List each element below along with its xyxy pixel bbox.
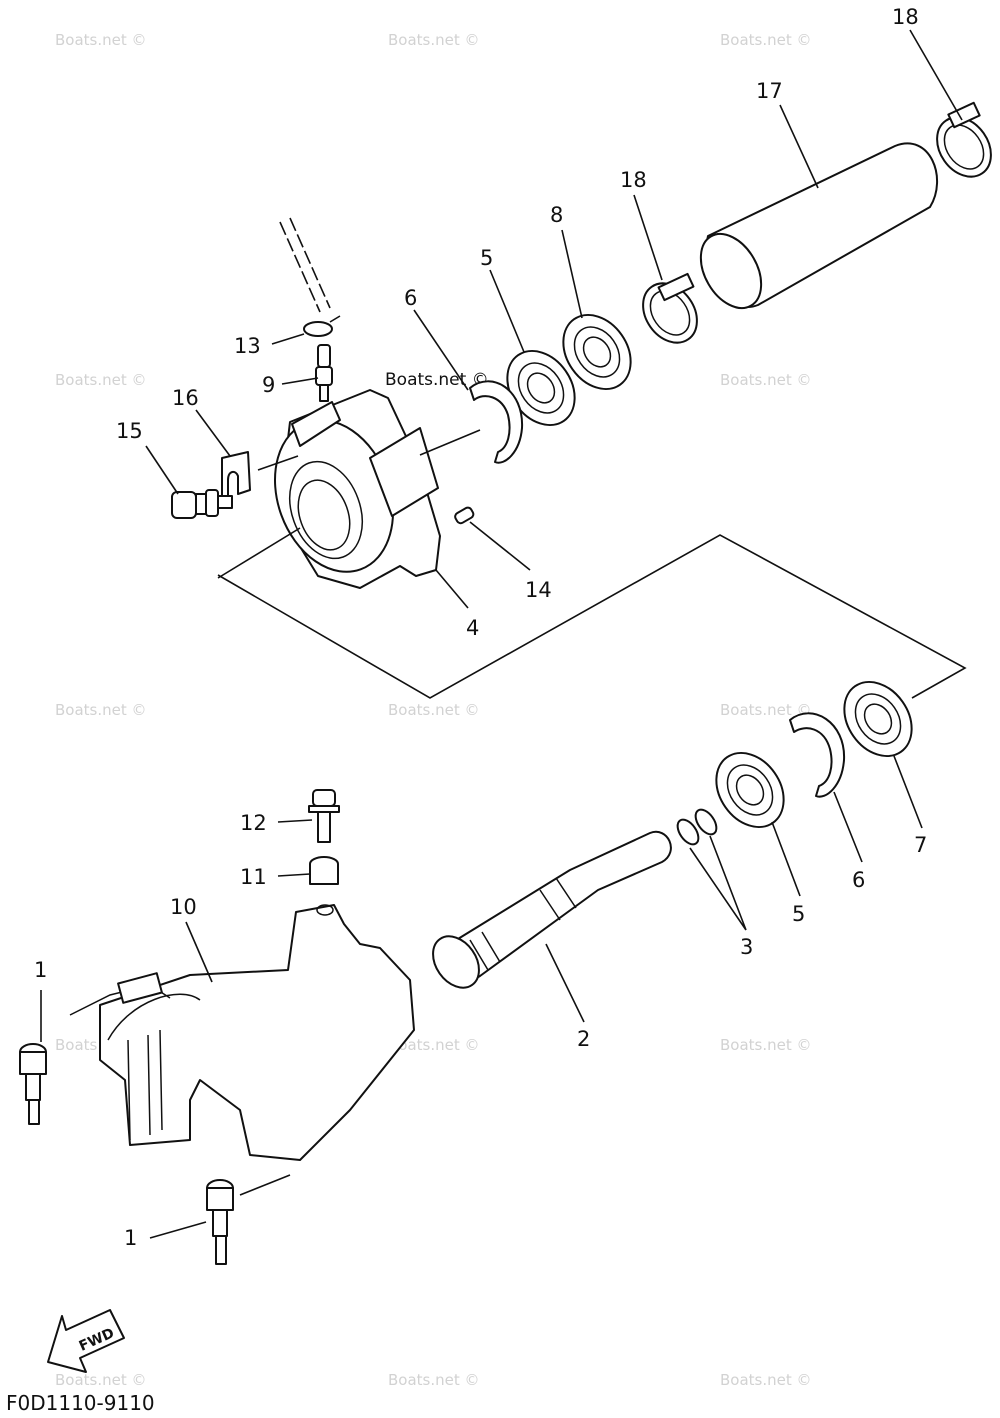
watermark: Boats.net ©	[720, 31, 812, 49]
forward-direction-arrow: FWD	[47, 1309, 125, 1373]
housing-4	[274, 389, 441, 589]
watermark: Boats.net ©	[720, 701, 812, 719]
callout-6-lower: 6	[852, 868, 865, 892]
callout-13: 13	[234, 334, 261, 358]
watermark: Boats.net ©	[55, 371, 147, 389]
hose-clamp-18-left	[642, 272, 698, 344]
bearing-7	[843, 680, 913, 758]
pin-14	[454, 506, 475, 525]
hose-clamp-18-right	[936, 101, 992, 178]
leader-lines	[40, 29, 963, 1239]
callout-10: 10	[170, 895, 197, 919]
callout-2: 2	[577, 1027, 590, 1051]
hose-clip-13	[279, 217, 341, 337]
circlip-6-upper	[469, 380, 524, 464]
callout-labels: 18 17 18 8 5 6 13 9 16 15 14 4 12 11 10 …	[34, 5, 927, 1250]
callout-5-upper: 5	[480, 246, 493, 270]
watermark: Boats.net ©	[388, 31, 480, 49]
callout-8: 8	[550, 203, 563, 227]
callout-4: 4	[466, 616, 479, 640]
watermark: Boats.net ©	[720, 1371, 812, 1389]
watermark: Boats.net ©	[388, 701, 480, 719]
bolt-1-bottom	[206, 1179, 234, 1265]
watermark: Boats.net ©	[720, 1036, 812, 1054]
callout-3: 3	[740, 935, 753, 959]
shaft-2	[432, 830, 672, 989]
watermark: Boats.net ©	[55, 31, 147, 49]
o-rings-3	[676, 808, 718, 846]
callout-17: 17	[756, 79, 783, 103]
watermark: Boats.net ©	[388, 1371, 480, 1389]
callout-5-lower: 5	[792, 902, 805, 926]
callout-1-left: 1	[34, 958, 47, 982]
bolt-12	[308, 789, 340, 843]
diagram-code: F0D1110-9110	[6, 1391, 155, 1415]
hose-17	[699, 142, 939, 309]
bearing-8	[562, 313, 632, 391]
callout-11: 11	[240, 865, 267, 889]
watermark: Boats.net ©	[720, 371, 812, 389]
callout-18-right: 18	[892, 5, 919, 29]
assembly-boundary-line	[217, 534, 967, 699]
callout-1-bottom: 1	[124, 1226, 137, 1250]
callout-14: 14	[525, 578, 552, 602]
watermark: Boats.net ©	[55, 701, 147, 719]
collar-11	[309, 856, 339, 885]
watermark-layer: Boats.net © Boats.net © Boats.net © Boat…	[55, 31, 812, 1389]
nipple-9	[315, 344, 333, 402]
watermark: Boats.net ©	[388, 1036, 480, 1054]
bolt-15	[171, 489, 233, 519]
callout-12: 12	[240, 811, 267, 835]
callout-16: 16	[172, 386, 199, 410]
cover-10	[69, 904, 415, 1161]
callout-18-left: 18	[620, 168, 647, 192]
circlip-6-lower	[789, 712, 846, 798]
callout-6-upper: 6	[404, 286, 417, 310]
plate-16	[221, 451, 251, 499]
callout-7: 7	[914, 833, 927, 857]
watermark: Boats.net ©	[55, 1371, 147, 1389]
watermark-dark: Boats.net ©	[385, 370, 489, 390]
callout-9: 9	[262, 373, 275, 397]
bolt-1-left	[19, 1043, 47, 1125]
callout-15: 15	[116, 419, 143, 443]
